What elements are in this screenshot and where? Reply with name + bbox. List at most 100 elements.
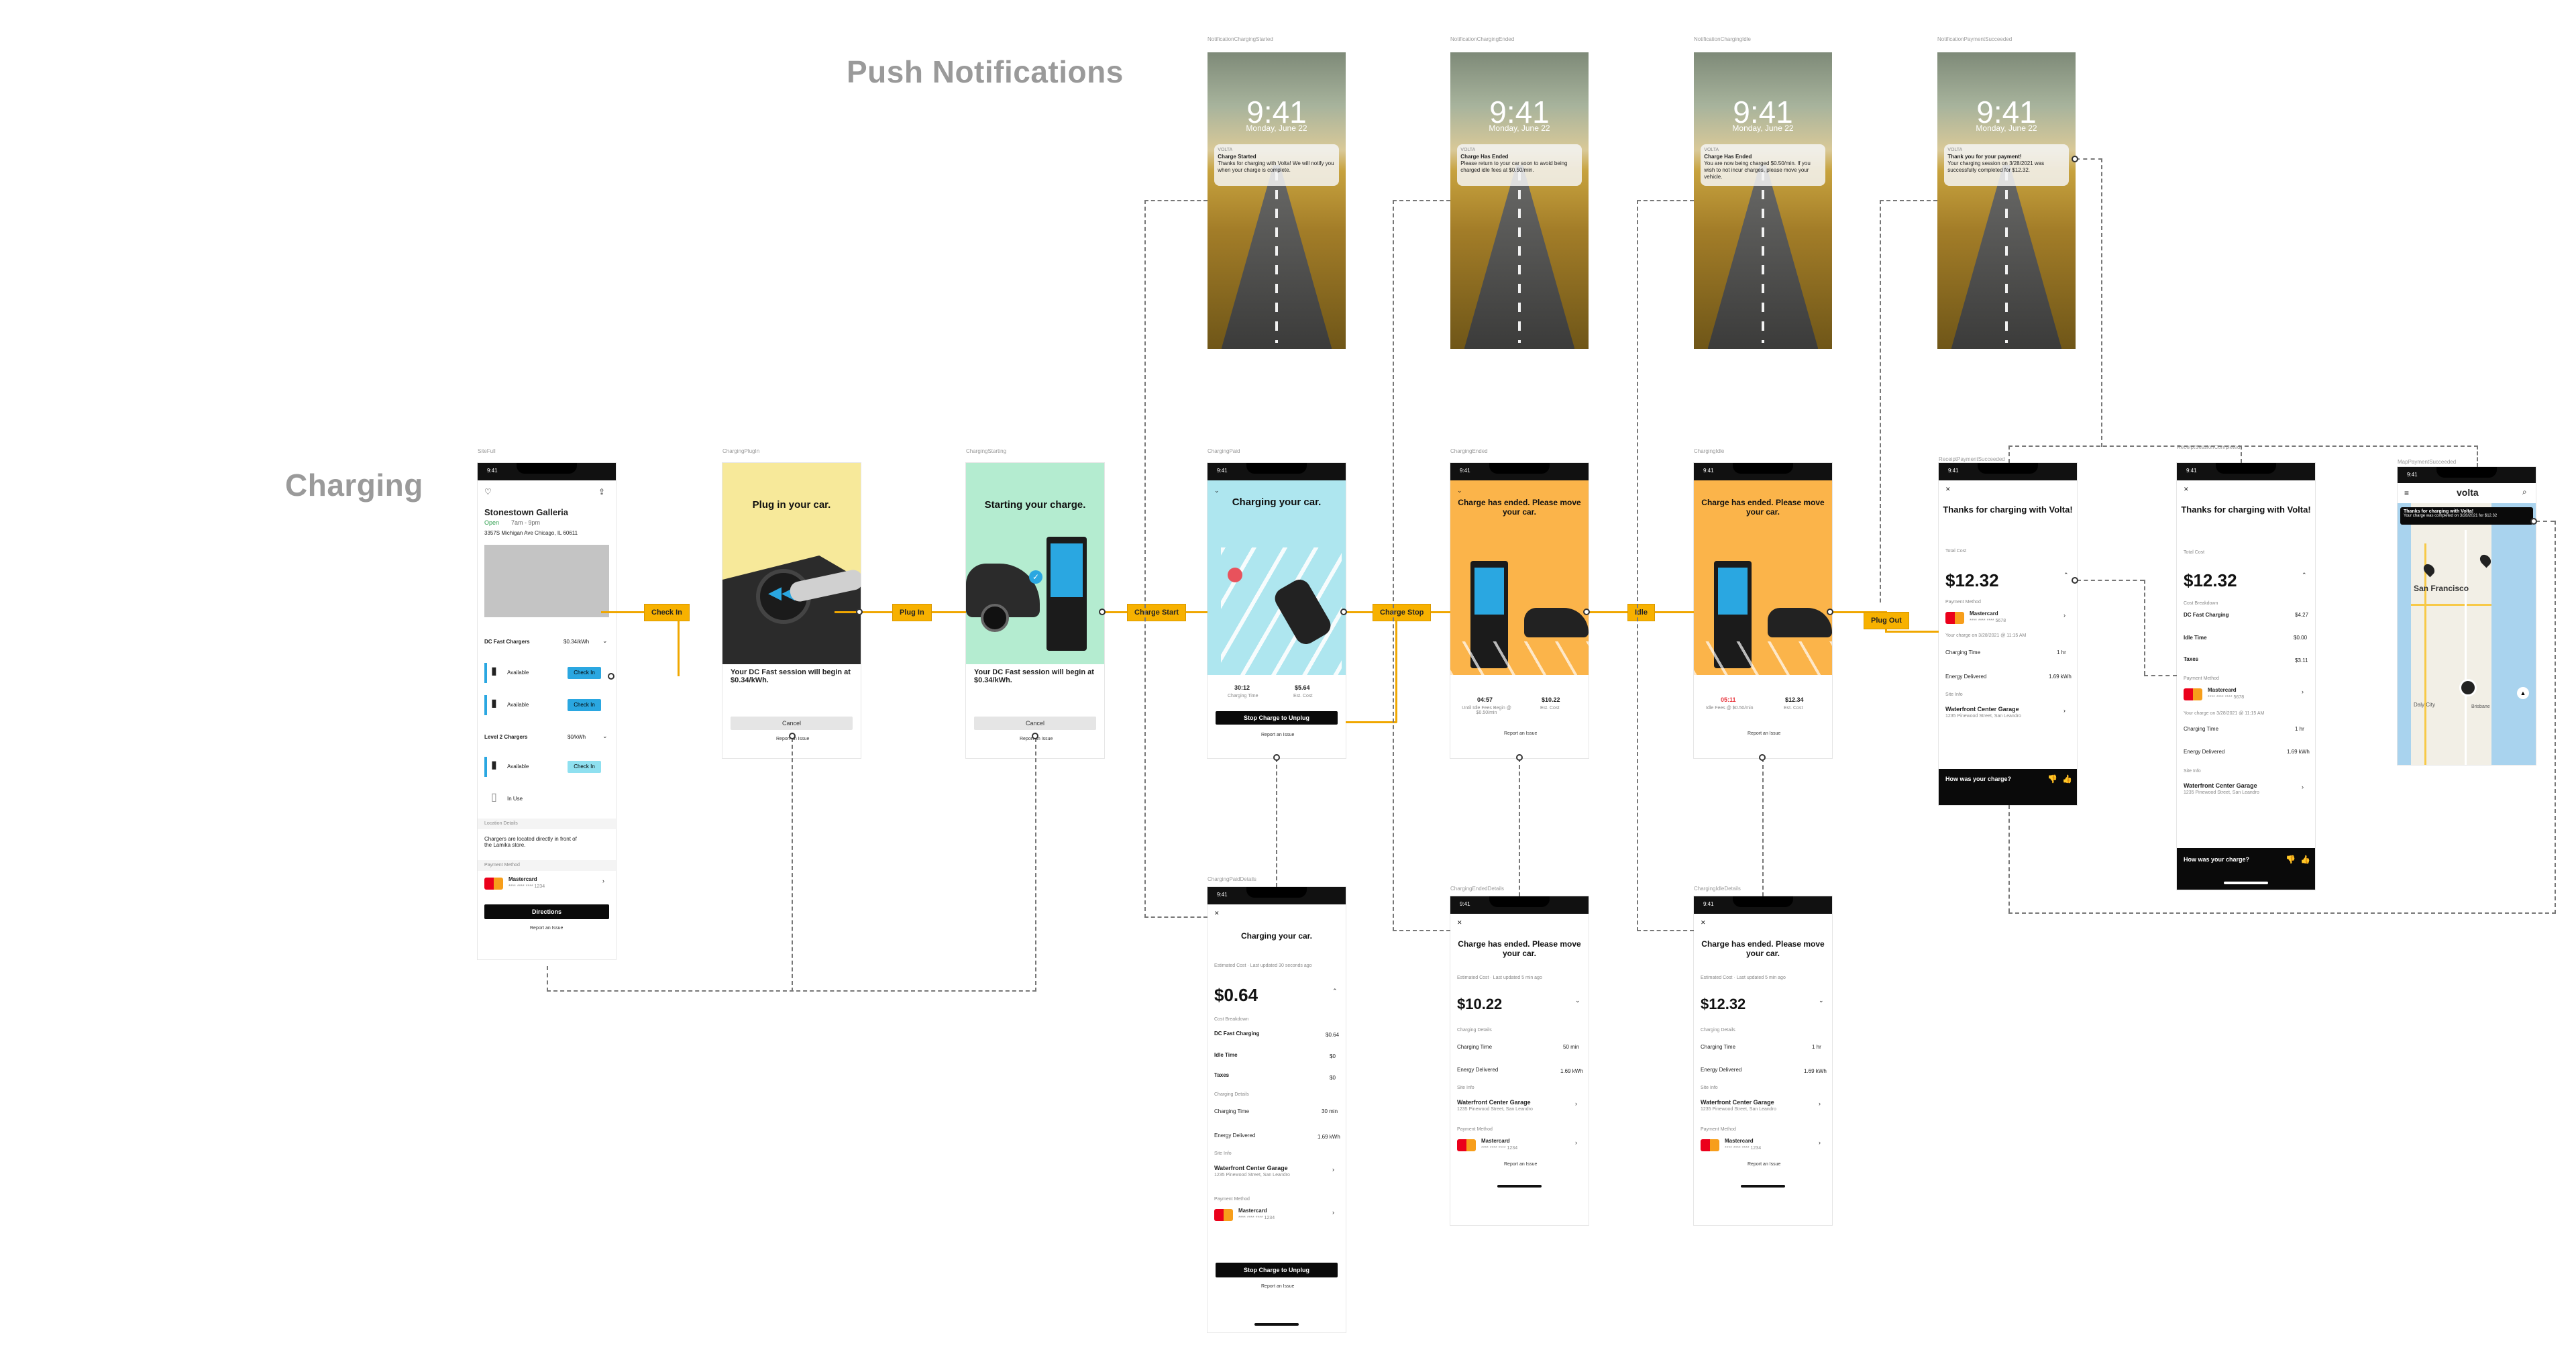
close-icon[interactable]: ✕ (2184, 486, 2189, 492)
thumbs-down-icon[interactable]: 👎 (2047, 774, 2057, 784)
chevron-right-icon[interactable]: › (1575, 1100, 1577, 1107)
chevron-down-icon[interactable]: ⌄ (602, 637, 608, 644)
payment-toast[interactable]: Thanks for charging with Volta! Your cha… (2400, 507, 2533, 525)
card-number: **** **** **** 1234 (1481, 1146, 1518, 1151)
chevron-up-icon[interactable]: ⌃ (1332, 988, 1338, 994)
connector-dot (1583, 609, 1590, 615)
charging-time-label: Charging Time (1701, 1044, 1736, 1050)
chevron-down-icon[interactable]: ⌄ (1575, 997, 1580, 1004)
frame-label: NotificationChargingStarted (1208, 36, 1273, 42)
notification-card[interactable]: VOLTA Thank you for your payment! Your c… (1944, 144, 2069, 186)
report-issue-link[interactable]: Report an Issue (1261, 1284, 1295, 1289)
frame-label: ChargingPlugIn (722, 448, 760, 454)
chevron-right-icon[interactable]: › (1575, 1139, 1577, 1146)
breakdown-row-label: Taxes (1214, 1072, 1230, 1078)
report-issue-link[interactable]: Report an Issue (1504, 731, 1538, 736)
thumbs-down-icon[interactable]: 👎 (2286, 855, 2296, 864)
chevron-right-icon[interactable]: › (2302, 784, 2304, 790)
cancel-button[interactable]: Cancel (974, 717, 1096, 730)
chevron-down-icon[interactable]: ⌄ (602, 733, 608, 739)
idle-countdown-label: Until Idle Fees Begin @ $0.50/min (1462, 706, 1511, 715)
charging-details-header: Charging Details (1457, 1028, 1492, 1033)
stop-charge-button[interactable]: Stop Charge to Unplug (1216, 711, 1338, 725)
cancel-button[interactable]: Cancel (731, 717, 853, 730)
map-pin-icon[interactable] (2477, 552, 2493, 568)
share-icon[interactable]: ⇪ (598, 487, 606, 496)
idle-fee-label: Idle Fees @ $0.50/min (1706, 706, 1754, 711)
total-label: Total Cost (1945, 549, 1967, 554)
check-in-button[interactable]: Check In (568, 699, 601, 711)
search-icon[interactable]: ⌕ (2522, 487, 2527, 496)
chevron-right-icon[interactable]: › (2302, 688, 2304, 695)
chevron-right-icon[interactable]: › (2063, 707, 2065, 714)
frame-label: ChargingIdleDetails (1694, 886, 1741, 892)
total-cost: $12.32 (2184, 570, 2237, 590)
check-in-button[interactable]: Check In (568, 761, 601, 773)
est-cost: $0.64 (1214, 985, 1258, 1005)
chevron-down-icon[interactable]: ⌄ (1819, 997, 1824, 1004)
dashed-link (2076, 158, 2102, 160)
charging-time-label: Charging Time (2184, 726, 2219, 732)
thumbs-up-icon[interactable]: 👍 (2062, 774, 2072, 784)
breakdown-row-label: DC Fast Charging (2184, 612, 2229, 618)
report-issue-link[interactable]: Report an Issue (1748, 1162, 1781, 1167)
chevron-right-icon[interactable]: › (1332, 1166, 1334, 1173)
lockscreen-charge-started: 9:41 Monday, June 22 VOLTA Charge Starte… (1208, 52, 1346, 349)
receipt-title: Thanks for charging with Volta! (1943, 505, 2073, 515)
breakdown-row-value: $0 (1330, 1053, 1336, 1059)
report-issue-link[interactable]: Report an Issue (530, 926, 564, 931)
stop-charge-button[interactable]: Stop Charge to Unplug (1216, 1263, 1338, 1277)
lockscreen-charge-ended: 9:41 Monday, June 22 VOLTA Charge Has En… (1450, 52, 1589, 349)
report-issue-link[interactable]: Report an Issue (1504, 1162, 1538, 1167)
close-icon[interactable]: ✕ (1214, 910, 1220, 916)
notification-card[interactable]: VOLTA Charge Has Ended Please return to … (1457, 144, 1582, 186)
payment-method-header: Payment Method (1457, 1127, 1493, 1132)
notification-card[interactable]: VOLTA Charge Started Thanks for charging… (1214, 144, 1339, 186)
l2-price: $0/kWh (568, 734, 586, 740)
connector-dot (1032, 733, 1038, 739)
dashed-link (547, 966, 548, 992)
charging-time-value: 30:12 (1234, 684, 1250, 691)
plug-in-message: Your DC Fast session will begin at $0.34… (731, 668, 851, 684)
connector-dot (2072, 156, 2078, 162)
est-cost-label: Estimated Cost · Last updated 5 min ago (1701, 976, 1786, 980)
charger-status: Available (507, 764, 529, 770)
chevron-right-icon[interactable]: › (602, 878, 604, 884)
chevron-right-icon[interactable]: › (1819, 1139, 1821, 1146)
lock-date: Monday, June 22 (1489, 123, 1550, 134)
dashed-link (1393, 200, 1450, 201)
map-canvas[interactable]: San Francisco Daly City Brisbane ▲ (2398, 503, 2536, 765)
chevron-down-icon[interactable]: ⌄ (1457, 487, 1462, 494)
report-issue-link[interactable]: Report an Issue (1261, 733, 1295, 737)
menu-icon[interactable]: ≡ (2404, 488, 2410, 498)
est-cost-label: Estimated Cost · Last updated 30 seconds… (1214, 963, 1312, 968)
close-icon[interactable]: ✕ (1701, 919, 1706, 926)
chevron-right-icon[interactable]: › (2063, 612, 2065, 619)
est-cost-label: Est. Cost (1540, 706, 1560, 711)
rating-bar: How was your charge? 👎 👍 (2177, 848, 2315, 890)
heart-icon[interactable]: ♡ (484, 487, 492, 496)
frame-label: ChargingIdle (1694, 448, 1725, 454)
directions-button[interactable]: Directions (484, 904, 609, 919)
frame-label: ReceiptSessionCompleted (2177, 444, 2241, 450)
close-icon[interactable]: ✕ (1945, 486, 1951, 492)
dc-price: $0.34/kWh (564, 639, 590, 645)
location-icon[interactable] (2459, 679, 2477, 696)
chevron-up-icon[interactable]: ⌃ (2063, 572, 2069, 578)
close-icon[interactable]: ✕ (1457, 919, 1462, 926)
chevron-right-icon[interactable]: › (1332, 1209, 1334, 1216)
lock-time: 9:41 (1733, 94, 1793, 129)
chevron-down-icon[interactable]: ⌄ (1214, 487, 1220, 494)
site-address: 1235 Pinewood Street, San Leandro (1701, 1107, 1776, 1112)
volta-logo: volta (2457, 487, 2479, 498)
thumbs-up-icon[interactable]: 👍 (2300, 855, 2310, 864)
chevron-right-icon[interactable]: › (1819, 1100, 1821, 1107)
site-name: Waterfront Center Garage (1214, 1165, 1288, 1171)
chevron-up-icon[interactable]: ⌃ (2302, 572, 2307, 578)
navigate-icon[interactable]: ▲ (2517, 687, 2529, 699)
idle-fee-value: 05:11 (1721, 696, 1736, 703)
notification-card[interactable]: VOLTA Charge Has Ended You are now being… (1701, 144, 1825, 186)
report-issue-link[interactable]: Report an Issue (1748, 731, 1781, 736)
breakdown-row-value: $0 (1330, 1075, 1336, 1081)
check-in-button[interactable]: Check In (568, 667, 601, 679)
